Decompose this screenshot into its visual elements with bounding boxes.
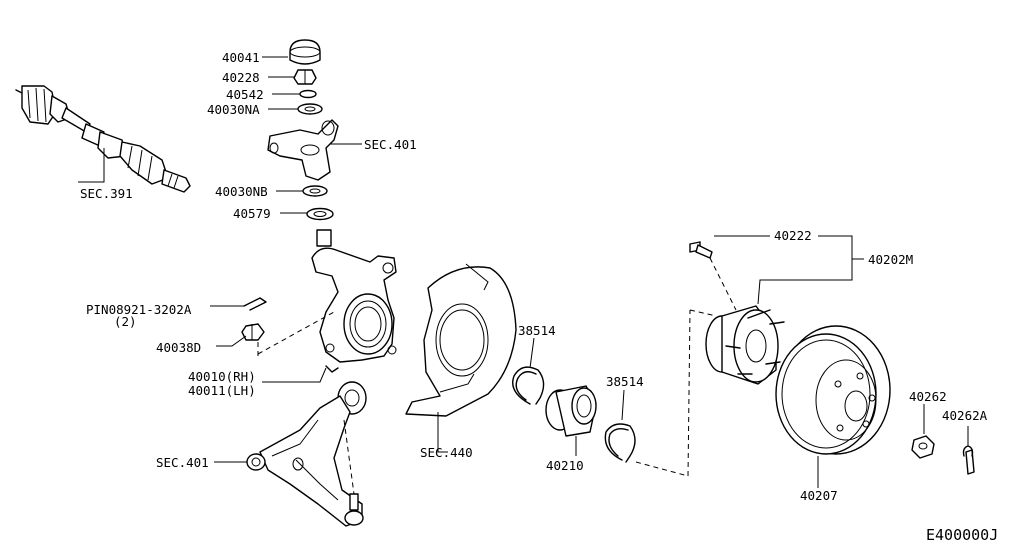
label-40222: 40222 (774, 228, 812, 243)
label-38514-right: 38514 (606, 374, 644, 389)
part-labels: 40041 40228 40542 40030NA SEC.401 40030N… (80, 50, 998, 544)
label-40030NB: 40030NB (215, 184, 268, 199)
label-pin-08921-3202a: PIN08921-3202A (86, 302, 192, 317)
dust-shield-illustration (405, 263, 517, 453)
label-pin-quantity: (2) (114, 314, 137, 329)
cotter-pin-and-nut-illustration (216, 297, 335, 356)
lower-control-arm-illustration (246, 381, 367, 527)
label-40262: 40262 (909, 389, 947, 404)
label-40030NA: 40030NA (207, 102, 260, 117)
strut-top-mount-stack-illustration (267, 39, 339, 221)
wheel-nut-and-ornament-illustration (911, 404, 975, 475)
label-40038D: 40038D (156, 340, 201, 355)
label-40210: 40210 (546, 458, 584, 473)
label-40542: 40542 (226, 87, 264, 102)
snap-rings-and-bearing-illustration (512, 309, 717, 477)
drive-shaft-illustration (15, 85, 191, 193)
wheel-hub-illustration (689, 235, 785, 385)
label-40228: 40228 (222, 70, 260, 85)
label-40262A: 40262A (942, 408, 988, 423)
label-40010-rh: 40010(RH) (188, 369, 256, 384)
label-sec-401-upper: SEC.401 (364, 137, 417, 152)
label-40202M: 40202M (868, 252, 913, 267)
label-40207: 40207 (800, 488, 838, 503)
label-sec-391: SEC.391 (80, 186, 133, 201)
steering-knuckle-illustration (262, 229, 397, 383)
label-40041: 40041 (222, 50, 260, 65)
label-sec-440: SEC.440 (420, 445, 473, 460)
label-sec-401-lower: SEC.401 (156, 455, 209, 470)
label-38514-left: 38514 (518, 323, 556, 338)
brake-disc-rotor-illustration (757, 235, 891, 488)
stack-leader-lines (210, 56, 362, 463)
diagram-code: E400000J (926, 526, 998, 544)
label-40011-lh: 40011(LH) (188, 383, 256, 398)
label-40579: 40579 (233, 206, 271, 221)
